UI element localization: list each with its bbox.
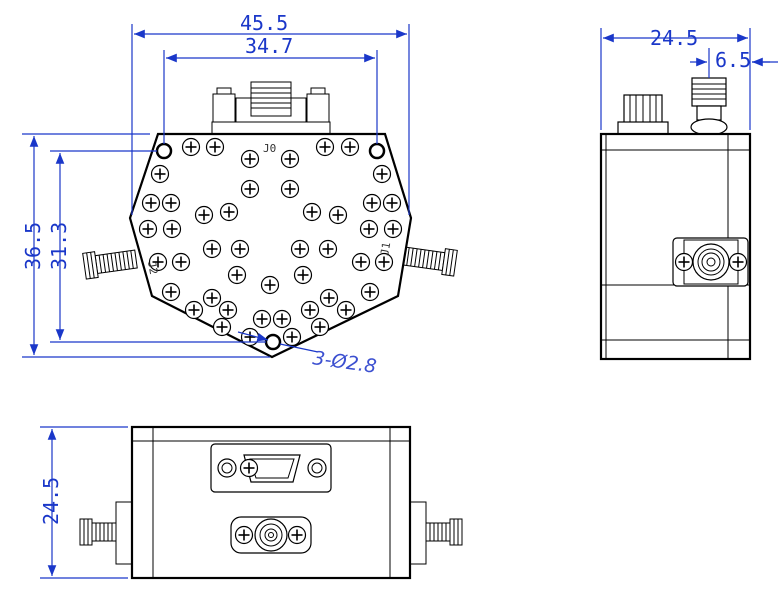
side-dimensions	[600, 28, 778, 130]
top-sma-connector	[211, 81, 331, 135]
bottom-view	[79, 425, 463, 580]
left-sma-connector	[82, 245, 139, 280]
front-view: J0 J2 J1	[82, 81, 458, 359]
port-label-top: J0	[263, 142, 276, 155]
side-view	[599, 77, 752, 361]
right-sma-connector	[401, 242, 458, 277]
front-dimensions	[22, 24, 410, 358]
port-label-right: J1	[378, 241, 393, 256]
dim-height-total: 36.5	[21, 222, 45, 270]
mount-hole	[368, 142, 386, 160]
dim-width-total: 45.5	[240, 11, 288, 35]
dim-side-width: 24.5	[650, 26, 698, 50]
front-body-outline	[128, 132, 413, 359]
dim-side-offset: 6.5	[715, 48, 751, 72]
dim-bottom-height: 24.5	[39, 477, 63, 525]
mount-hole	[264, 333, 282, 351]
hole-spec-note: 3-Ø2.8	[311, 347, 378, 378]
mount-hole	[155, 142, 173, 160]
bottom-dimensions	[40, 426, 128, 579]
port-label-left: J2	[145, 260, 160, 275]
dim-height-holes: 31.3	[47, 222, 71, 270]
dim-width-holes: 34.7	[245, 34, 293, 58]
